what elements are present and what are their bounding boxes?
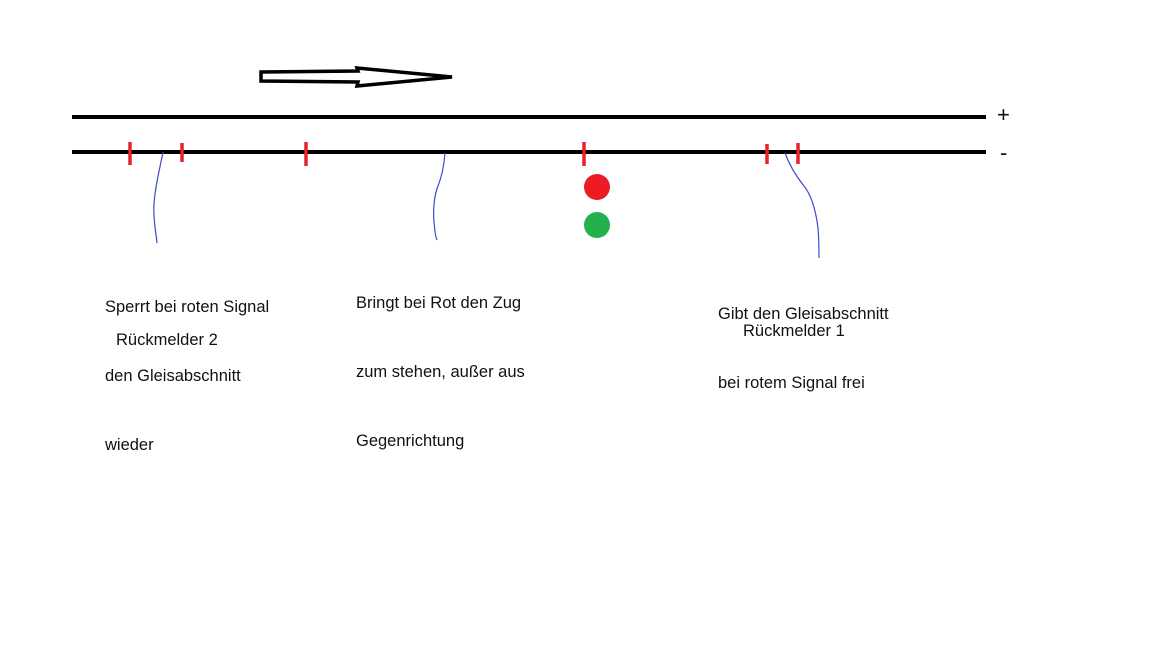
plus-sign: + <box>997 102 1010 127</box>
middle-annotation-line-2: zum stehen, außer aus <box>356 363 525 381</box>
left-annotation-line-1: Sperrt bei roten Signal <box>105 298 270 316</box>
middle-annotation-line-1: Bringt bei Rot den Zug <box>356 294 522 312</box>
annotation-line-right <box>784 152 820 259</box>
middle-annotation-line-3: Gegenrichtung <box>356 432 465 450</box>
direction-arrow <box>259 66 453 88</box>
detector-1-label: Rückmelder 1 <box>743 322 845 340</box>
signal-green-light <box>584 212 610 238</box>
left-annotation-text: Sperrt bei roten Signal den Gleisabschni… <box>105 250 269 503</box>
signal-red-light <box>584 174 610 200</box>
left-annotation-line-3: wieder <box>105 436 154 454</box>
right-annotation-line-2: bei rotem Signal frei <box>718 374 865 392</box>
left-annotation-line-2: den Gleisabschnitt <box>105 367 241 385</box>
middle-annotation-text: Bringt bei Rot den Zug zum stehen, außer… <box>356 246 525 499</box>
annotation-line-middle <box>433 152 446 241</box>
annotation-line-left <box>153 151 164 244</box>
right-annotation-line-1: Gibt den Gleisabschnitt <box>718 305 889 323</box>
right-annotation-text: Gibt den Gleisabschnitt bei rotem Signal… <box>718 257 889 441</box>
minus-sign: - <box>1000 140 1008 165</box>
detector-2-label: Rückmelder 2 <box>116 331 218 349</box>
